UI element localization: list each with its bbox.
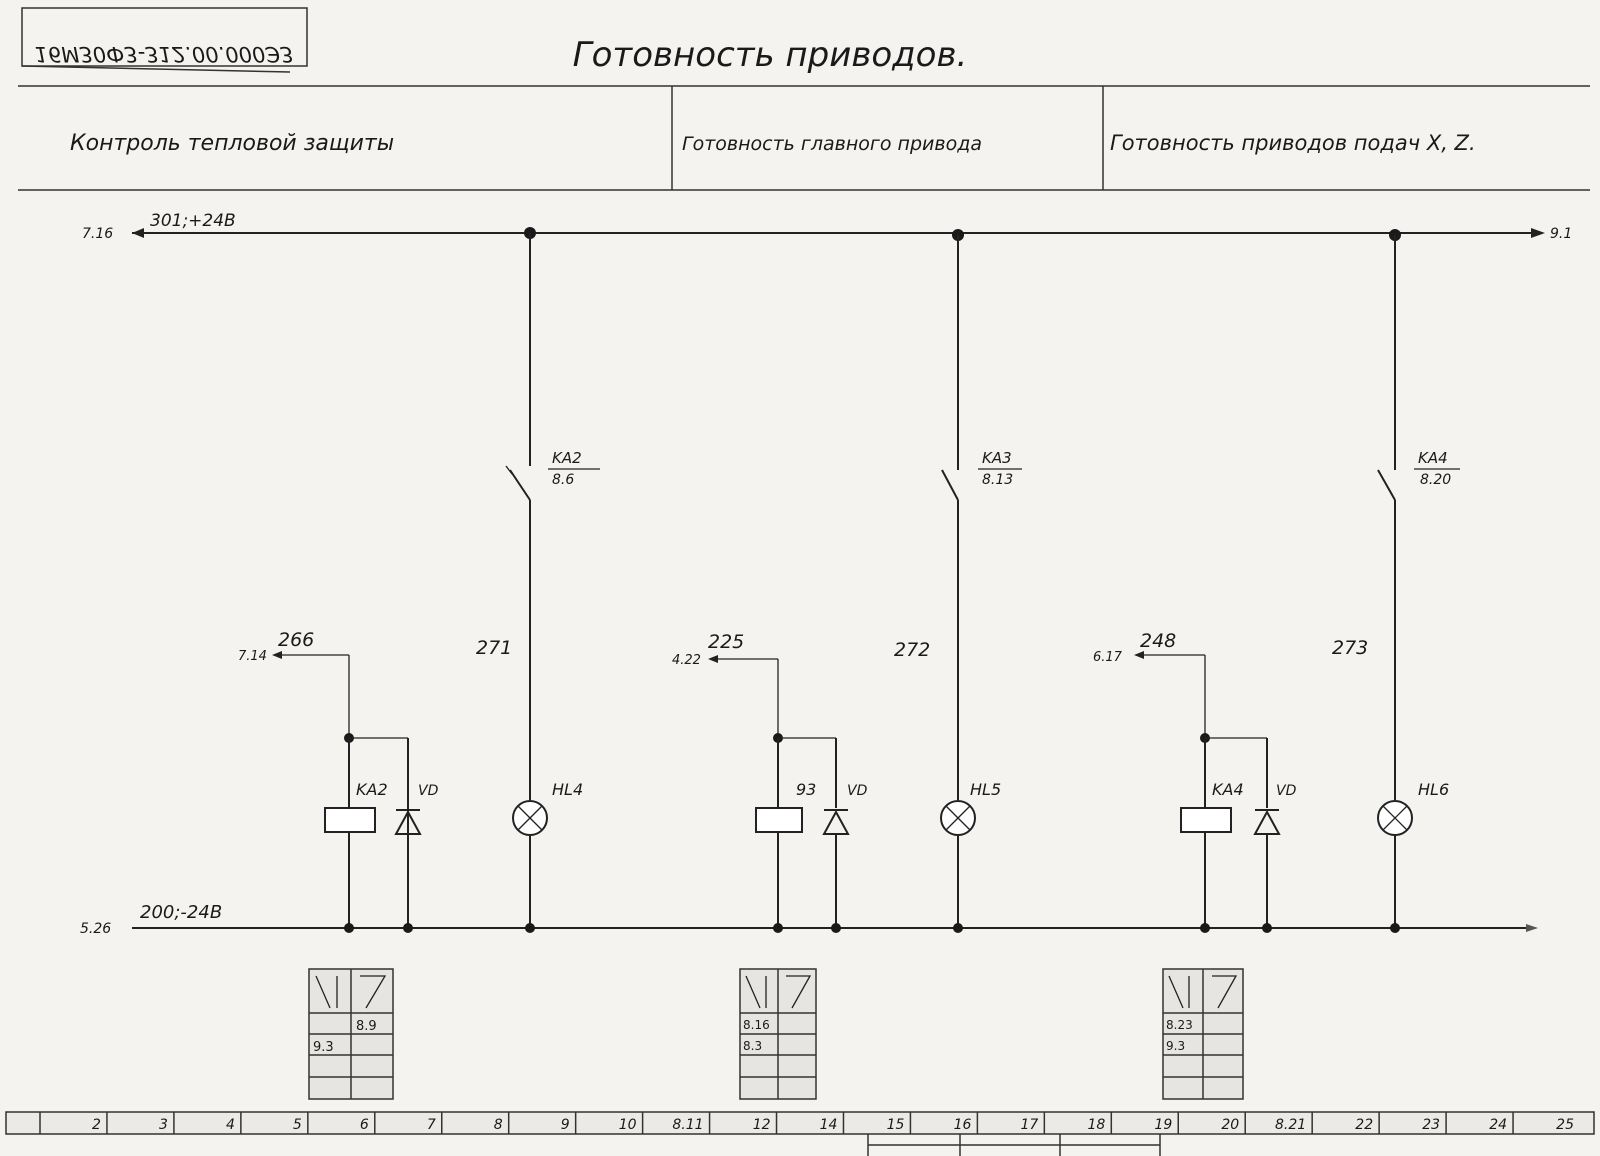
coil-label-1: KA2 — [356, 780, 388, 799]
coil-label-3: KA4 — [1212, 780, 1244, 799]
lamp-wire-2: 272 — [894, 639, 930, 661]
contact-table-2: 8.16 8.3 — [739, 968, 817, 1100]
diode-vd-1 — [394, 808, 422, 928]
circuit-1: 7.14 266 KA2 VD KA2 8.6 271 — [238, 227, 600, 1100]
input-ref-3: 6.17 — [1093, 650, 1123, 665]
bus-top-right-ref: 9.1 — [1550, 226, 1572, 242]
table-2-cell-b: 8.3 — [743, 1039, 762, 1053]
doc-code: 16М30Ф3-312.00.000Э3 — [35, 42, 294, 66]
contact-table-1: 8.9 9.3 — [308, 968, 394, 1100]
contact-ref-2: 8.13 — [982, 472, 1013, 488]
ruler-cell-label: 20 — [1221, 1117, 1239, 1133]
bus-minus-24v: 5.26 200;-24В — [80, 902, 1538, 937]
section-title-main-drive: Готовность главного привода — [682, 133, 982, 155]
ruler-cell-label: 22 — [1355, 1117, 1373, 1133]
ruler-cell-label: 9 — [561, 1117, 570, 1133]
column-ruler — [5, 1111, 1595, 1156]
ruler-cell-label: 17 — [1021, 1117, 1039, 1133]
relay-coil-93 — [755, 807, 803, 833]
circuit-2: 4.22 225 93 VD KA3 8.13 272 HL5 — [672, 229, 1022, 1100]
ruler-cell-label: 18 — [1087, 1117, 1105, 1133]
relay-coil-ka4 — [1180, 807, 1232, 833]
sheet-title: Готовность приводов. — [573, 35, 968, 75]
bus-bottom-left-ref: 5.26 — [80, 921, 111, 937]
section-header: Контроль тепловой защиты Готовность глав… — [18, 85, 1590, 191]
table-2-cell-a: 8.16 — [743, 1018, 770, 1032]
lamp-hl5 — [940, 800, 976, 836]
input-wire-3: 248 — [1140, 630, 1176, 652]
contact-label-1: KA2 — [552, 449, 582, 467]
ruler-cell-label: 3 — [159, 1117, 168, 1133]
ruler-cell-label: 15 — [887, 1117, 905, 1133]
ruler-cell-label: 14 — [820, 1117, 838, 1133]
ruler-cell-label: 8.21 — [1275, 1117, 1306, 1133]
contact-label-3: KA4 — [1418, 449, 1448, 467]
ruler-cell-label: 7 — [427, 1117, 436, 1133]
diode-label-2: VD — [847, 783, 868, 799]
ruler-cell-label: 8 — [494, 1117, 503, 1133]
table-3-cell-b: 9.3 — [1166, 1039, 1185, 1053]
contact-ref-1: 8.6 — [552, 472, 574, 488]
diode-label-1: VD — [418, 783, 439, 799]
input-wire-1: 266 — [278, 629, 314, 651]
ruler-cell-label: 23 — [1422, 1117, 1440, 1133]
ruler-cell-label: 6 — [360, 1117, 369, 1133]
coil-label-2: 93 — [796, 780, 816, 799]
table-3-cell-a: 8.23 — [1166, 1018, 1193, 1032]
contact-table-3: 8.23 9.3 — [1162, 968, 1244, 1100]
bus-top-left-ref: 7.16 — [82, 226, 113, 242]
doc-code-stamp: 16М30Ф3-312.00.000Э3 — [21, 7, 308, 73]
ruler-cell-label: 2 — [92, 1117, 101, 1133]
input-wire-2: 225 — [708, 631, 744, 653]
diode-label-3: VD — [1276, 783, 1297, 799]
ruler-cell-label: 24 — [1489, 1117, 1507, 1133]
lamp-hl6 — [1377, 800, 1413, 836]
ruler-cell-label: 12 — [753, 1117, 771, 1133]
table-1-cell-b: 9.3 — [313, 1040, 334, 1055]
lamp-label-2: HL5 — [970, 780, 1001, 799]
ruler-cell-label: 4 — [226, 1117, 235, 1133]
circuit-3: 6.17 248 KA4 VD KA4 8.20 273 HL6 — [1093, 229, 1460, 1100]
ruler-cell-label: 19 — [1154, 1117, 1172, 1133]
ruler-cell-label: 5 — [293, 1117, 302, 1133]
ruler-cell-label: 10 — [619, 1117, 637, 1133]
bus-bottom-label: 200;-24В — [140, 902, 222, 923]
ruler-cell-label: 25 — [1556, 1117, 1574, 1133]
section-title-feed-drives: Готовность приводов подач X, Z. — [1110, 131, 1476, 155]
contact-ref-3: 8.20 — [1420, 472, 1451, 488]
relay-coil-ka2 — [324, 807, 376, 833]
contact-label-2: KA3 — [982, 449, 1012, 467]
diode-vd-3 — [1253, 809, 1281, 928]
bus-top-label: 301;+24В — [150, 211, 236, 231]
lamp-label-3: HL6 — [1418, 780, 1449, 799]
diode-vd-2 — [822, 809, 850, 928]
table-1-cell-a: 8.9 — [356, 1019, 377, 1034]
section-title-thermal: Контроль тепловой защиты — [70, 131, 394, 156]
lamp-wire-1: 271 — [476, 637, 512, 659]
lamp-wire-3: 273 — [1332, 637, 1368, 659]
ruler-cell-label: 8.11 — [672, 1117, 703, 1133]
lamp-hl4 — [512, 800, 548, 836]
ruler-cell-label: 16 — [954, 1117, 972, 1133]
lamp-label-1: HL4 — [552, 780, 583, 799]
bus-plus-24v: 7.16 301;+24В 9.1 — [82, 211, 1572, 242]
input-ref-2: 4.22 — [672, 653, 701, 668]
input-ref-1: 7.14 — [238, 649, 267, 664]
